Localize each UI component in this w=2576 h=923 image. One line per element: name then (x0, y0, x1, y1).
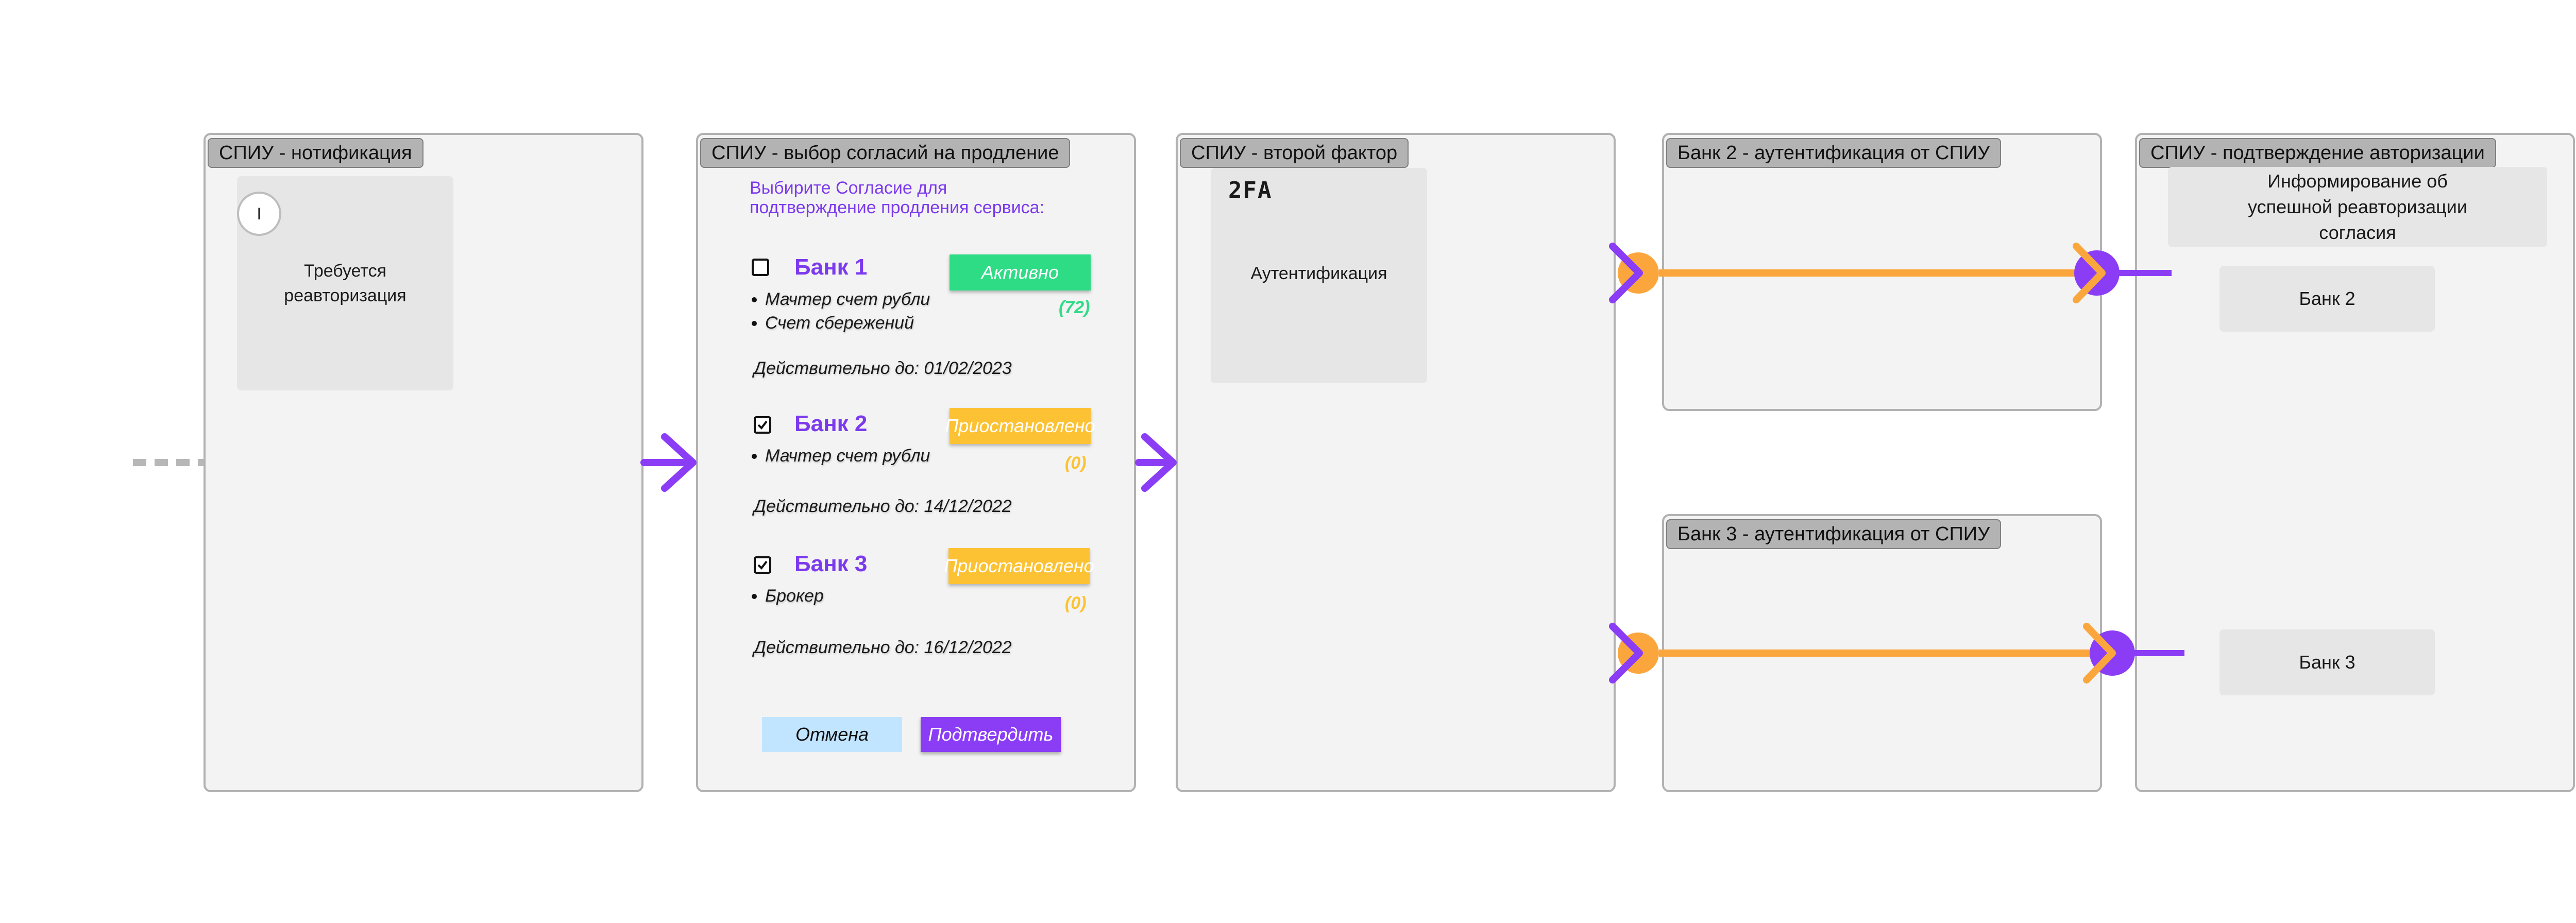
bank-1-accounts: Мачтер счет рубли Счет сбережений (750, 287, 930, 335)
avatar-letter: I (257, 204, 262, 223)
check-icon (757, 420, 768, 430)
bank-1-name: Банк 1 (794, 254, 868, 280)
success-info-card: Информирование об успешной реавторизации… (2168, 167, 2547, 247)
frame-title: Банк 3 - аутентификация от СПИУ (1666, 519, 2002, 549)
bank-3-count: (0) (1065, 593, 1087, 613)
frame-title: СПИУ - второй фактор (1180, 138, 1409, 168)
notification-card[interactable]: I Требуется реавторизация (237, 176, 453, 390)
frame-title: Банк 2 - аутентификация от СПИУ (1666, 138, 2002, 168)
bank-2-result-card[interactable]: Банк 2 (2219, 266, 2435, 332)
list-item: Мачтер счет рубли (750, 287, 930, 311)
chevron-right-icon (1135, 433, 1177, 492)
frame-confirmation: СПИУ - подтверждение авторизации Информи… (2135, 133, 2575, 792)
list-item: Счет сбережений (750, 311, 930, 335)
authentication-label: Аутентификация (1250, 264, 1387, 283)
avatar: I (237, 192, 281, 236)
bank-2-checkbox[interactable] (754, 416, 771, 434)
bank2-connector (1609, 243, 2172, 303)
notification-message: Требуется реавторизация (284, 261, 406, 305)
bank-1-count: (72) (1059, 298, 1090, 317)
frame-notification: СПИУ - нотификация I Требуется реавториз… (204, 133, 643, 792)
frame-second-factor: СПИУ - второй фактор 2FA Аутентификация (1176, 133, 1616, 792)
bank-3-accounts: Брокер (750, 584, 824, 608)
bank-2-count: (0) (1065, 453, 1087, 473)
consent-prompt: Выбирите Согласие для подтверждение прод… (750, 178, 1045, 217)
bank-3-name: Банк 3 (794, 551, 868, 576)
bank-3-result-card[interactable]: Банк 3 (2219, 629, 2435, 695)
bank-3-valid-until: Действительно до: 16/12/2022 (754, 638, 1012, 657)
frame-title: СПИУ - подтверждение авторизации (2139, 138, 2496, 168)
frame-consent-selection: СПИУ - выбор согласий на продление Выбир… (696, 133, 1136, 792)
list-item: Мачтер счет рубли (750, 444, 930, 468)
bank-1-checkbox[interactable] (752, 259, 769, 276)
bank3-connector (1609, 623, 2184, 683)
confirm-button[interactable]: Подтвердить (921, 717, 1061, 752)
bank-1-status-badge: Активно (950, 254, 1091, 290)
bank-3-status-badge: Приостановлено (944, 548, 1094, 584)
bank-1-valid-until: Действительно до: 01/02/2023 (754, 358, 1012, 378)
cancel-button[interactable]: Отмена (762, 717, 902, 752)
bank-2-name: Банк 2 (794, 411, 868, 436)
second-factor-card[interactable]: 2FA Аутентификация (1211, 168, 1427, 383)
bank-2-status-badge: Приостановлено (945, 408, 1095, 444)
frame-title: СПИУ - выбор согласий на продление (700, 138, 1071, 168)
chevron-right-icon (640, 433, 697, 492)
2fa-badge: 2FA (1228, 177, 1273, 203)
frame-title: СПИУ - нотификация (208, 138, 423, 168)
bank-3-checkbox[interactable] (754, 556, 771, 574)
bank-2-valid-until: Действительно до: 14/12/2022 (754, 497, 1012, 516)
list-item: Брокер (750, 584, 824, 608)
bank-2-accounts: Мачтер счет рубли (750, 444, 930, 468)
check-icon (757, 560, 768, 570)
